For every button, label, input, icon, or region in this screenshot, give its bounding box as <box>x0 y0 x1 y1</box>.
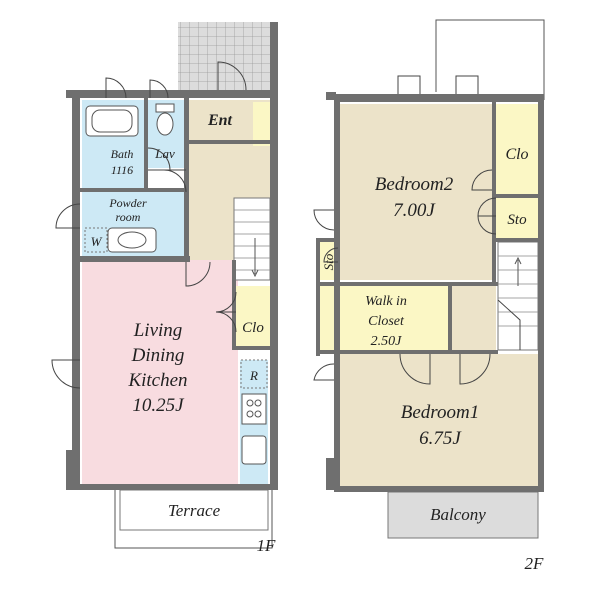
balcony-area <box>387 491 539 539</box>
doors-1f <box>51 61 247 389</box>
walkin-label-2: Closet <box>368 314 405 329</box>
stairs-1f <box>233 197 271 281</box>
entrance-porch <box>178 22 272 97</box>
walkin-label-1: Walk in <box>365 294 407 309</box>
fridge-label: R <box>249 368 258 383</box>
sink <box>241 435 267 465</box>
washer-box <box>84 227 108 253</box>
bathtub <box>85 105 139 137</box>
bedroom1-label: Bedroom1 <box>401 402 479 423</box>
floor-2-label: 2F <box>525 554 545 573</box>
floor-2: Bedroom2 7.00J Clo Sto Sto Walk in Close… <box>313 19 545 573</box>
bath-label: Bath <box>111 147 134 161</box>
stove <box>241 393 267 425</box>
stairs-2f <box>497 241 539 351</box>
terrace-outline <box>114 488 273 549</box>
powder-label: Powder <box>108 196 147 210</box>
storage-left <box>318 240 338 280</box>
bedroom2-label: Bedroom2 <box>375 174 454 195</box>
bedroom2-room <box>340 104 494 280</box>
fridge-box <box>240 359 268 389</box>
powder-room-label: room <box>116 210 141 224</box>
roof-outline <box>435 19 545 100</box>
washer-label: W <box>91 234 103 249</box>
bath-size-label: 1116 <box>111 163 133 177</box>
entrance-label: Ent <box>207 112 233 129</box>
toilet <box>155 103 175 136</box>
living-label-1: Living <box>133 320 183 341</box>
closet-1f-label: Clo <box>242 320 264 336</box>
walkin-closet <box>320 286 450 352</box>
hall-2f <box>452 286 496 352</box>
walls-1f <box>66 22 278 490</box>
closet-1f <box>236 286 270 348</box>
floor-1: Ent Bath 1116 Lav Powder room W Living D… <box>51 22 278 555</box>
washbasin <box>107 227 157 253</box>
bedroom1-size-label: 6.75J <box>419 428 462 449</box>
entrance-storage <box>253 102 271 146</box>
living-room <box>82 260 238 484</box>
doors-2f <box>313 75 521 385</box>
living-label-2: Dining <box>131 345 185 366</box>
terrace-label: Terrace <box>168 501 221 520</box>
living-label-3: Kitchen <box>127 370 187 391</box>
bedroom1-room <box>340 354 540 488</box>
closet-2f-label: Clo <box>505 146 528 163</box>
floor-1-label: 1F <box>257 536 277 555</box>
terrace-area <box>119 489 269 531</box>
storage-right <box>496 198 538 238</box>
walkin-size-label: 2.50J <box>371 334 403 349</box>
bedroom2-size-label: 7.00J <box>393 200 436 221</box>
walls-2f <box>316 92 544 492</box>
closet-2f <box>496 104 538 194</box>
lav-label: Lav <box>154 146 175 161</box>
storage-left-label: Sto <box>321 253 336 270</box>
balcony-label: Balcony <box>430 505 486 524</box>
living-size-label: 10.25J <box>132 395 185 416</box>
storage-right-label: Sto <box>507 212 527 228</box>
